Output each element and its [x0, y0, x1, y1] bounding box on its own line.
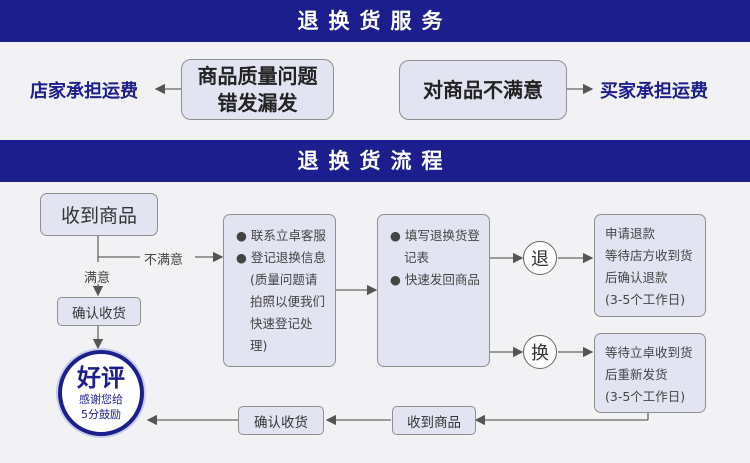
bottom-confirm-box: 确认收货 — [238, 406, 324, 435]
good-review-badge: 好评 感谢您给 5分鼓励 — [58, 350, 144, 436]
not-satisfied-text: 对商品不满意 — [423, 77, 543, 102]
register-step: ● 登记退换信息 — [236, 250, 326, 265]
unsatisfied-label: 不满意 — [144, 253, 184, 268]
bottom-received-text: 收到商品 — [407, 414, 461, 431]
resend-wait: 等待立卓收到货后重新发货 — [605, 345, 693, 382]
refund-box: 申请退款 等待店方收到货后确认退款 (3-5个工作日) — [594, 214, 706, 317]
bottom-received-box: 收到商品 — [392, 406, 476, 435]
fill-form-step: ● 填写退换货登记表 — [390, 228, 480, 265]
satisfied-label: 满意 — [84, 271, 111, 286]
contact-step: ● 联系立卓客服 — [236, 228, 326, 243]
contact-service-box: ● 联系立卓客服 ● 登记退换信息 (质量问题请拍照以便我们快速登记处理) — [223, 214, 336, 367]
quality-issue-text: 商品质量问题 — [197, 63, 318, 88]
resend-box: 等待立卓收到货后重新发货 (3-5个工作日) — [594, 333, 706, 413]
seller-pays-label: 店家承担运费 — [30, 81, 138, 102]
exchange-circle: 换 — [523, 335, 557, 369]
fill-form-box: ● 填写退换货登记表 ● 快速发回商品 — [377, 214, 490, 367]
photo-note: (质量问题请拍照以便我们快速登记处理) — [250, 272, 326, 353]
service-banner: 退换货服务 — [0, 0, 750, 42]
return-circle: 退 — [523, 241, 557, 275]
five-star-line: 5分鼓励 — [81, 408, 121, 421]
good-review-title: 好评 — [77, 364, 125, 392]
wrong-missing-text: 错发漏发 — [217, 90, 298, 115]
process-banner: 退换货流程 — [0, 140, 750, 182]
quality-issue-box: 商品质量问题 错发漏发 — [181, 59, 334, 120]
received-text: 收到商品 — [60, 205, 137, 227]
ship-back-step: ● 快速发回商品 — [390, 272, 480, 287]
buyer-pays-label: 买家承担运费 — [600, 81, 708, 102]
not-satisfied-box: 对商品不满意 — [399, 60, 567, 120]
received-box: 收到商品 — [40, 193, 158, 236]
refund-days: (3-5个工作日) — [605, 292, 686, 307]
thanks-line: 感谢您给 — [79, 393, 123, 406]
confirm-box: 确认收货 — [57, 297, 141, 326]
resend-days: (3-5个工作日) — [605, 389, 686, 404]
confirm-text: 确认收货 — [72, 305, 126, 322]
service-panel — [0, 42, 750, 140]
refund-wait: 等待店方收到货后确认退款 — [605, 248, 693, 285]
refund-step: 申请退款 — [605, 226, 656, 241]
bottom-confirm-text: 确认收货 — [254, 414, 308, 431]
